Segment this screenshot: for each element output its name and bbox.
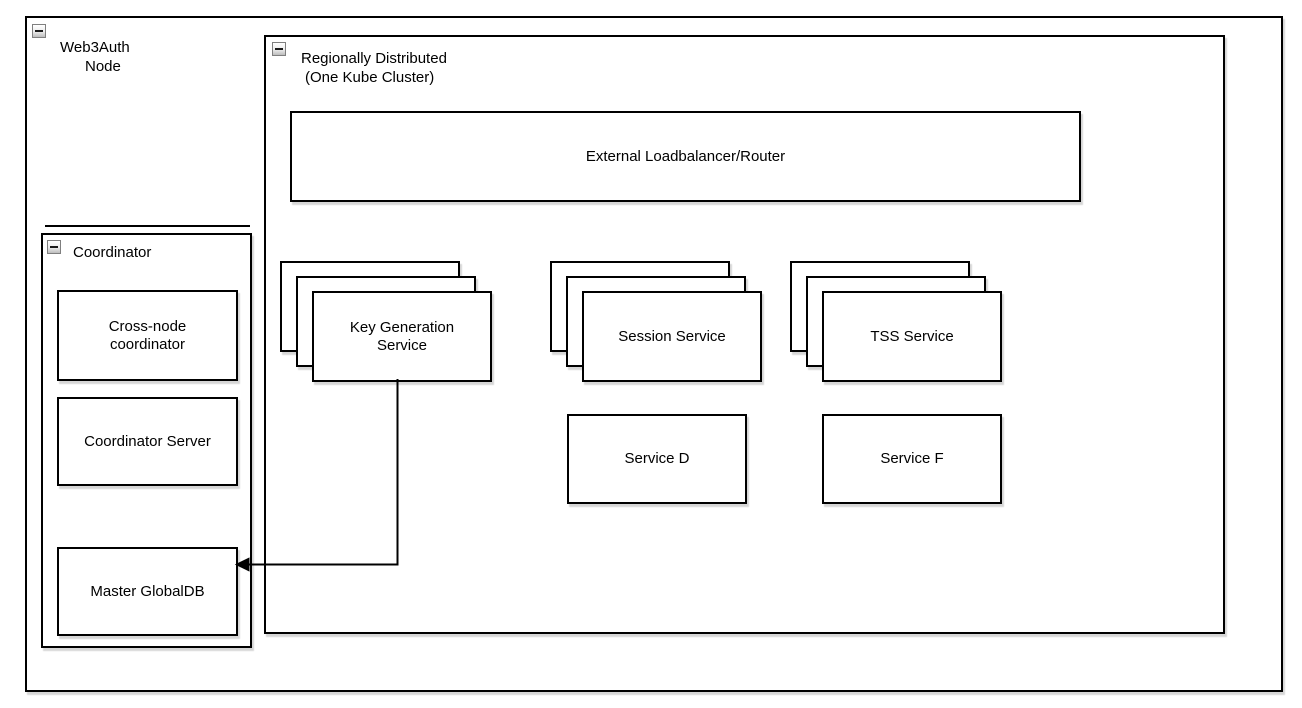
collapse-minus-icon[interactable] — [272, 42, 286, 56]
container-title-web3auth-node: Web3Auth Node — [60, 38, 130, 76]
node-label: Key Generation Service — [349, 318, 455, 354]
node-label: Cross-node coordinator — [108, 317, 187, 353]
node-external-loadbalancer: External Loadbalancer/Router — [290, 111, 1081, 202]
collapse-minus-icon[interactable] — [32, 24, 46, 38]
title-line: Node — [85, 58, 121, 75]
node-cross-node-coordinator: Cross-node coordinator — [57, 290, 238, 381]
title-line: Web3Auth — [60, 39, 130, 56]
node-service-d: Service D — [567, 414, 747, 504]
node-session-service: Session Service — [582, 291, 762, 382]
node-label: Service D — [624, 450, 690, 467]
node-tss-service: TSS Service — [822, 291, 1002, 382]
coordinator-back-box-edge — [45, 225, 250, 235]
node-coordinator-server: Coordinator Server — [57, 397, 238, 486]
container-web3auth-node: Web3Auth Node Coordinator Cross-node coo… — [25, 16, 1283, 692]
container-coordinator: Coordinator Cross-node coordinator Coord… — [41, 233, 252, 648]
node-label: Session Service — [618, 327, 726, 345]
title-line: (One Kube Cluster) — [305, 69, 435, 86]
node-label: Coordinator Server — [84, 432, 211, 450]
node-label: Master GlobalDB — [90, 582, 205, 600]
node-label: Service F — [880, 450, 944, 467]
node-master-globaldb: Master GlobalDB — [57, 547, 238, 636]
title-line: Regionally Distributed — [301, 50, 447, 67]
container-title-regionally-distributed: Regionally Distributed (One Kube Cluster… — [301, 49, 447, 87]
node-key-generation-service: Key Generation Service — [312, 291, 492, 382]
node-label: External Loadbalancer/Router — [585, 147, 786, 165]
collapse-minus-icon[interactable] — [47, 240, 61, 254]
container-title-coordinator: Coordinator — [73, 244, 152, 261]
container-regionally-distributed: Regionally Distributed (One Kube Cluster… — [264, 35, 1225, 634]
node-service-f: Service F — [822, 414, 1002, 504]
node-label: TSS Service — [870, 327, 954, 345]
